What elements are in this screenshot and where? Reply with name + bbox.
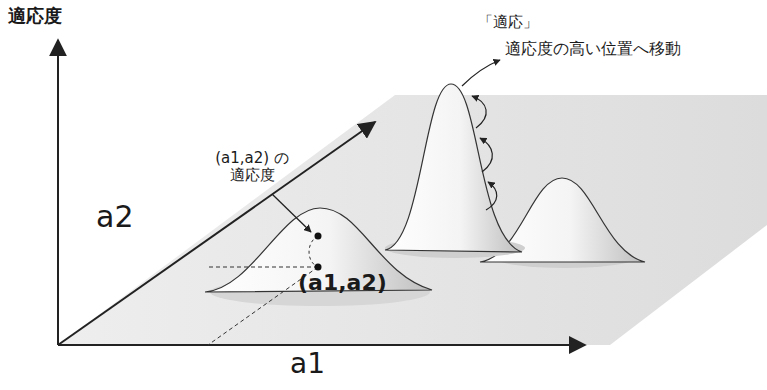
climb-arrow: [472, 96, 486, 128]
parameter-point: [315, 264, 322, 271]
climb-arrow: [480, 138, 492, 172]
leader-arrow: [272, 194, 311, 232]
axis-title: 適応度: [8, 6, 62, 27]
a2-axis: [58, 122, 375, 345]
axis-label: a2: [96, 200, 133, 235]
axis-label: a1: [290, 348, 325, 380]
fitness-point: [315, 233, 322, 240]
height-bracket: [309, 236, 318, 267]
fitness-axis: [57, 40, 59, 345]
concept-label: 「適応」: [478, 14, 538, 31]
projection-line: [208, 267, 318, 268]
annotation-text: 適応度の高い位置へ移動: [505, 40, 681, 58]
tall-peak: [385, 84, 522, 252]
a1-axis: [58, 344, 585, 346]
callout-text: (a1,a2) の適応度: [208, 150, 296, 185]
point-label: (a1,a2): [298, 270, 387, 295]
climb-arrow: [462, 60, 500, 86]
climb-arrow: [486, 182, 497, 210]
